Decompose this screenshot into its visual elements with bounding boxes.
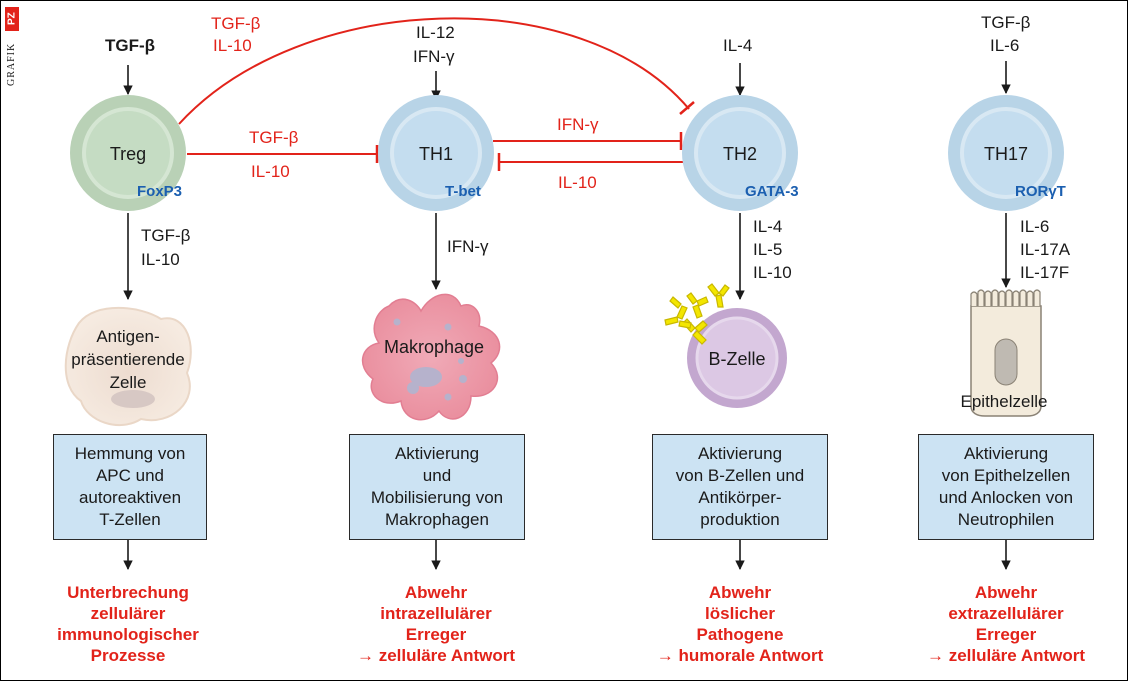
th1-transcription-factor: T-bet <box>445 183 481 200</box>
th1-function-0: Aktivierung <box>394 444 480 463</box>
treg-outcome-1: zellulärer <box>90 604 166 623</box>
treg-th1-label-below: IL-10 <box>251 162 290 181</box>
antibody-icon <box>664 283 730 345</box>
epithelial-cell: Epithelzelle <box>961 289 1048 417</box>
th1-outcome-1: intrazellulärer <box>380 604 492 623</box>
th17-input-0: TGF-β <box>981 13 1031 32</box>
th1-function-1: und <box>422 466 452 485</box>
treg-cell-name: Treg <box>110 144 146 164</box>
th1-th2-label: IFN-γ <box>557 115 599 134</box>
th2-outcome-1: löslicher <box>705 604 775 623</box>
antigen-presenting-cell: Antigen- präsentierende Zelle <box>64 306 192 427</box>
th17-transcription-factor: RORγT <box>1015 183 1066 200</box>
th17-outcome-1: extrazellulärer <box>948 604 1064 623</box>
microvilli-icon <box>970 289 1041 306</box>
th17-output-1: IL-17A <box>1020 240 1071 259</box>
th17-function-2: und Anlocken von <box>938 488 1074 507</box>
treg-outcome-2: immunologischer <box>57 625 199 644</box>
th17-function-1: von Epithelzellen <box>941 466 1071 485</box>
th17-output-0: IL-6 <box>1020 217 1049 236</box>
treg-outcome-0: Unterbrechung <box>67 583 189 602</box>
th1-input-1: IFN-γ <box>413 47 455 66</box>
th1-function-2: Mobilisierung von <box>370 488 504 507</box>
treg-th1-label-above: TGF-β <box>249 128 299 147</box>
th1-outcome-3: → zelluläre Antwort <box>356 646 516 665</box>
treg-outcome: Unterbrechung zellulärer immunologischer… <box>33 582 223 666</box>
epithelial-label: Epithelzelle <box>961 392 1048 411</box>
th17-function-3: Neutrophilen <box>957 510 1055 529</box>
th17-cell: TH17 RORγT <box>948 95 1066 211</box>
macrophage-label: Makrophage <box>384 337 484 357</box>
th17-input-1: IL-6 <box>990 36 1019 55</box>
arc-label-il10: IL-10 <box>213 36 252 55</box>
arc-label-tgf: TGF-β <box>211 14 261 33</box>
treg-th2-inhibition-arc <box>178 17 690 125</box>
treg-function-0: Hemmung von <box>74 444 186 463</box>
treg-cell: Treg FoxP3 <box>70 95 186 211</box>
th1-output-0: IFN-γ <box>447 237 489 256</box>
th1-function-3: Makrophagen <box>385 510 489 529</box>
b-cell: B-Zelle <box>687 308 787 408</box>
th2-function-1: von B-Zellen und <box>675 466 805 485</box>
treg-output-1: IL-10 <box>141 250 180 269</box>
th2-cell: TH2 GATA-3 <box>682 95 799 211</box>
th17-outcome-2: Erreger <box>975 625 1037 644</box>
th1-cell: TH1 T-bet <box>378 95 494 211</box>
th1-outcome: Abwehr intrazellulärer Erreger → zellulä… <box>331 582 541 666</box>
th1-outcome-2: Erreger <box>405 625 467 644</box>
treg-function-2: autoreaktiven <box>78 488 182 507</box>
th17-outcome-3: → zelluläre Antwort <box>926 646 1086 665</box>
treg-transcription-factor: FoxP3 <box>137 183 182 200</box>
th2-transcription-factor: GATA-3 <box>745 183 799 200</box>
th1-cell-name: TH1 <box>419 144 453 164</box>
b-cell-label: B-Zelle <box>708 349 765 369</box>
th2-outcome: Abwehr löslicher Pathogene → humorale An… <box>635 582 845 666</box>
th2-outcome-0: Abwehr <box>708 583 772 602</box>
treg-th2-inhibition-bar <box>679 101 695 115</box>
th17-output-2: IL-17F <box>1020 263 1069 282</box>
treg-function-3: T-Zellen <box>99 510 161 529</box>
apc-label-2: Zelle <box>110 373 147 392</box>
th2-function-3: produktion <box>700 510 780 529</box>
treg-input-0: TGF-β <box>105 36 155 55</box>
apc-label-1: präsentierende <box>71 350 184 369</box>
treg-function-1: APC und <box>95 466 165 485</box>
th2-output-0: IL-4 <box>753 217 782 236</box>
th17-cell-name: TH17 <box>984 144 1028 164</box>
th2-th1-label: IL-10 <box>558 173 597 192</box>
th2-outcome-2: Pathogene <box>696 625 784 644</box>
th2-output-2: IL-10 <box>753 263 792 282</box>
treg-output-0: TGF-β <box>141 226 191 245</box>
th17-function-0: Aktivierung <box>963 444 1049 463</box>
th2-function-0: Aktivierung <box>697 444 783 463</box>
th17-function-box: Aktivierung von Epithelzellen und Anlock… <box>918 434 1094 540</box>
th1-input-0: IL-12 <box>416 23 455 42</box>
th2-output-1: IL-5 <box>753 240 782 259</box>
th2-function-box: Aktivierung von B-Zellen und Antikörper-… <box>652 434 828 540</box>
apc-label-0: Antigen- <box>96 327 159 346</box>
treg-function-box: Hemmung von APC und autoreaktiven T-Zell… <box>53 434 207 540</box>
th1-function-box: Aktivierung und Mobilisierung von Makrop… <box>349 434 525 540</box>
th17-outcome: Abwehr extrazellulärer Erreger → zellulä… <box>901 582 1111 666</box>
th17-outcome-0: Abwehr <box>974 583 1038 602</box>
th2-input-0: IL-4 <box>723 36 752 55</box>
treg-outcome-3: Prozesse <box>90 646 166 665</box>
th2-cell-name: TH2 <box>723 144 757 164</box>
th2-function-2: Antikörper- <box>698 488 782 507</box>
th2-outcome-3: → humorale Antwort <box>656 646 824 665</box>
th1-outcome-0: Abwehr <box>404 583 468 602</box>
macrophage-cell: Makrophage <box>361 293 501 421</box>
